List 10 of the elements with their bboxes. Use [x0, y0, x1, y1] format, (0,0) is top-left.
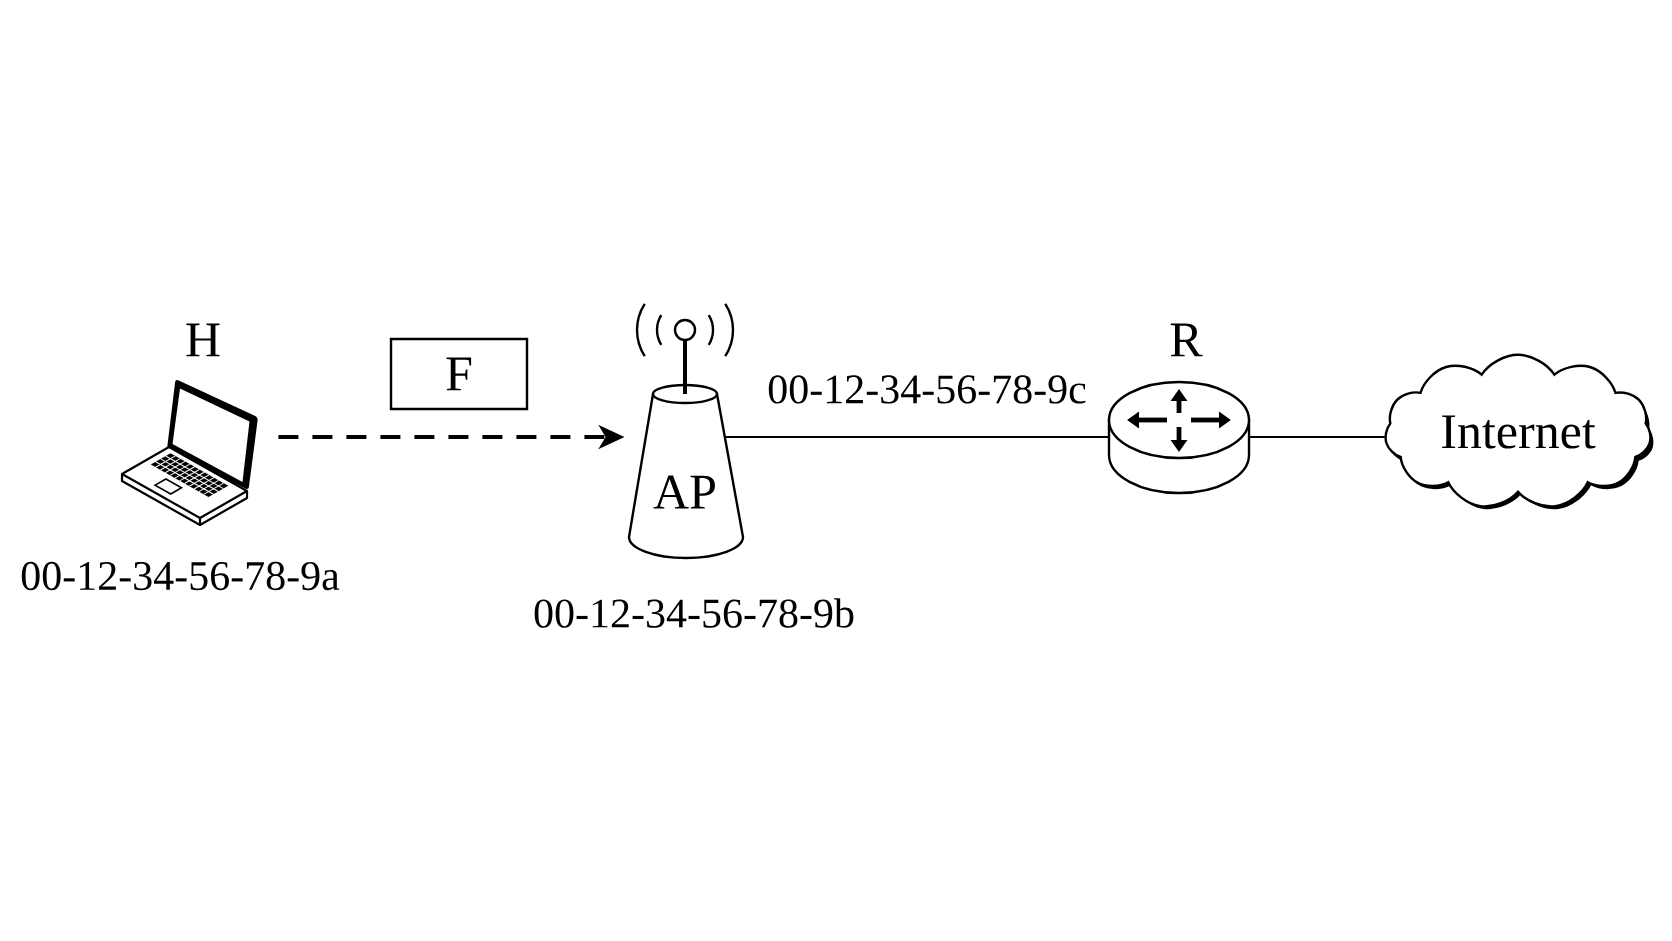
- connector-line: [1248, 436, 1386, 438]
- address-label: 00-12-34-56-78-9a: [21, 561, 340, 591]
- device-label: H: [186, 323, 220, 357]
- connector-line: [724, 436, 1110, 438]
- edge-label: 00-12-34-56-78-9c: [765, 373, 1089, 406]
- device-label: R: [1170, 323, 1203, 357]
- node-label: Internet: [1442, 415, 1596, 449]
- access-point: AP: [627, 303, 745, 560]
- frame-box: F: [389, 337, 529, 411]
- address-label: 00-12-34-56-78-9b: [534, 598, 854, 628]
